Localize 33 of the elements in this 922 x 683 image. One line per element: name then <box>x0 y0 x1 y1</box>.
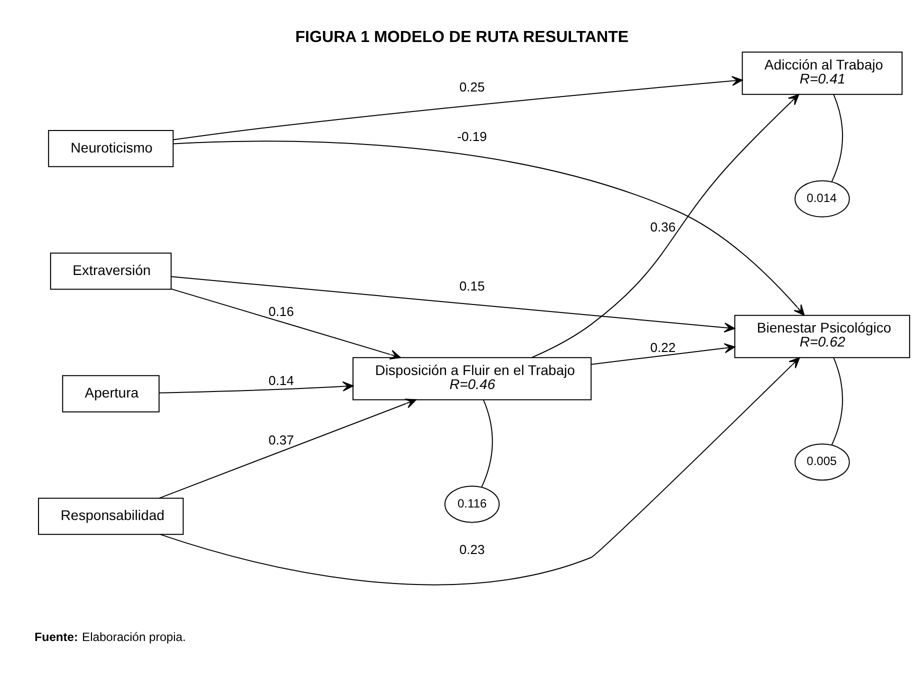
arrow <box>173 140 805 316</box>
edge-label: 0.37 <box>268 432 294 448</box>
node-ellipse: 0.005 <box>794 443 850 481</box>
node-ellipse: 0.014 <box>794 180 850 218</box>
node-box: Apertura <box>62 375 160 412</box>
edge-label: 0.22 <box>650 340 676 355</box>
edge-label: 0.14 <box>268 373 294 388</box>
arrow <box>591 343 736 365</box>
caption: Fuente: Elaboración propia. <box>34 630 186 644</box>
connector <box>831 357 844 446</box>
edge-label: 0.15 <box>459 278 485 294</box>
connector <box>481 400 493 488</box>
edge-label: 0.25 <box>459 80 485 95</box>
node-box: Extraversión <box>50 252 172 290</box>
node-box: Adicción al Trabajo R=0.41 <box>742 52 903 95</box>
node-ellipse: 0.116 <box>444 486 500 523</box>
arrow <box>159 381 354 394</box>
edge-label: 0.16 <box>268 304 294 319</box>
diagram-title: FIGURA 1 MODELO DE RUTA RESULTANTE <box>295 28 629 46</box>
edge-label: -0.19 <box>457 128 487 144</box>
node-box: Disposición a Fluir en el Trabajo R=0.46 <box>352 357 592 400</box>
node-box: Bienestar Psicológico R=0.62 <box>734 314 910 358</box>
edge-label: 0.36 <box>650 219 676 234</box>
arrow <box>171 288 402 360</box>
node-box: Responsabilidad <box>38 498 184 535</box>
arrow <box>173 76 743 140</box>
arrow <box>532 94 800 358</box>
arrow <box>171 276 736 333</box>
edge-label: 0.23 <box>459 542 485 557</box>
arrow <box>160 357 800 586</box>
connector <box>831 94 844 182</box>
arrow <box>159 398 416 499</box>
node-box: Neuroticismo <box>48 130 174 168</box>
